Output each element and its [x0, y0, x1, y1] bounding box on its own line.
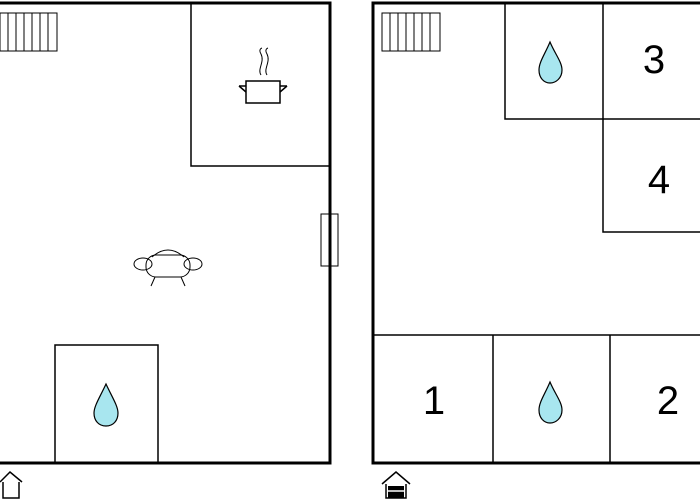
sofa-icon [133, 249, 203, 287]
cooking-pot-icon [238, 47, 288, 104]
water-drop-icon [93, 382, 119, 427]
floor-plan-left [0, 1, 339, 499]
left-floor-outer-wall [0, 1, 332, 465]
water-drop-icon [538, 40, 563, 84]
radiator-icon [381, 12, 441, 52]
water-drop-icon [538, 380, 563, 424]
room-3-label: 3 [643, 38, 665, 82]
house-entrance-icon [381, 471, 411, 499]
bathroom-area-top-right [504, 3, 604, 120]
room-4-outline [602, 119, 700, 233]
room-4-label: 4 [648, 158, 670, 202]
house-entrance-icon [0, 470, 23, 499]
radiator-icon [0, 12, 58, 52]
window-icon [320, 213, 339, 267]
kitchen-area [190, 3, 330, 167]
bathroom-area-left [54, 344, 159, 464]
right-floor-outer-wall [371, 1, 700, 465]
floor-plan-right: 3 4 1 2 [371, 1, 700, 499]
room-1-label: 1 [423, 379, 445, 423]
room-2-label: 2 [657, 379, 679, 423]
